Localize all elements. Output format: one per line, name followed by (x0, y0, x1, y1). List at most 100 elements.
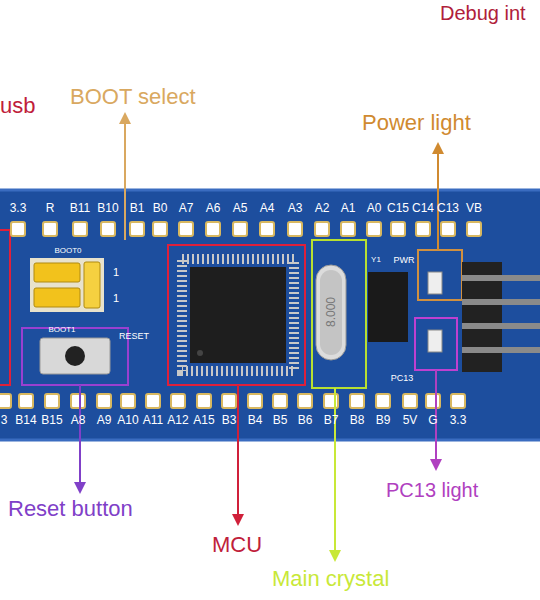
pin-name: B0 (153, 202, 168, 214)
crystal-highlight (312, 240, 366, 388)
pin-name: C15 (387, 202, 409, 214)
callout-label: BOOT select (70, 86, 196, 108)
silkscreen-label: PWR (394, 256, 415, 265)
silkscreen-label: 1 (113, 267, 119, 278)
pin-hole (288, 222, 302, 236)
pin-hole (153, 222, 167, 236)
crystal-top (320, 270, 342, 355)
pin-hole (0, 394, 11, 408)
silkscreen-label: PC13 (391, 374, 414, 383)
jumper-base (30, 258, 104, 312)
pin-hole (206, 222, 220, 236)
pin-name: A3 (288, 202, 303, 214)
arrow-head (432, 142, 444, 154)
pin-name: A6 (206, 202, 221, 214)
pin-name: B7 (324, 414, 339, 426)
pin-hole (350, 394, 364, 408)
mcu-highlight (168, 245, 305, 385)
pin1-dot (197, 350, 203, 356)
pin-hole (101, 222, 115, 236)
pin-hole (315, 222, 329, 236)
header-pin (462, 299, 540, 305)
arrow-head (74, 482, 86, 494)
pin-name: A9 (97, 414, 112, 426)
pin-name: 5V (403, 414, 418, 426)
leader-line (437, 148, 439, 250)
pin-hole (130, 222, 144, 236)
pin-hole (376, 394, 390, 408)
callout-label: Reset button (8, 498, 133, 520)
pin-name: B9 (376, 414, 391, 426)
pin-name: R (46, 202, 55, 214)
pin-name: A0 (367, 202, 382, 214)
usb-highlight (0, 230, 10, 385)
pin-name: B15 (41, 414, 62, 426)
pin-name: A2 (315, 202, 330, 214)
pc13-led (428, 330, 442, 352)
pin-hole (426, 394, 440, 408)
reset-knob (65, 346, 85, 366)
arrow-head (232, 514, 244, 526)
pin-name: A10 (117, 414, 138, 426)
silkscreen-label: BOOT0 (54, 247, 81, 255)
pin-hole (298, 394, 312, 408)
pin-name: B1 (130, 202, 145, 214)
pin-name: A4 (260, 202, 275, 214)
pc13-highlight (415, 318, 457, 370)
callout-label: usb (0, 95, 35, 117)
pin-name: B8 (350, 414, 365, 426)
pin-name: VB (466, 202, 482, 214)
pin-hole (260, 222, 274, 236)
pin-hole (467, 222, 481, 236)
arrow-head (329, 550, 341, 562)
pin-hole (121, 394, 135, 408)
pin-hole (367, 222, 381, 236)
pin-name: B10 (97, 202, 118, 214)
pin-hole (11, 222, 25, 236)
pin-name: A15 (193, 414, 214, 426)
pin-hole (43, 222, 57, 236)
callout-label: Main crystal (272, 568, 389, 590)
jumper-cap (34, 288, 80, 307)
callout-label: MCU (212, 534, 262, 556)
regulator (368, 272, 408, 342)
pin-name: C13 (437, 202, 459, 214)
chip-pins (182, 259, 294, 371)
pin-hole (171, 394, 185, 408)
reset-highlight (22, 328, 128, 385)
pin-holes (0, 222, 481, 408)
header-pin (462, 347, 540, 353)
jumper-cap (34, 263, 80, 282)
pin-name: B6 (298, 414, 313, 426)
jumper-cap (84, 262, 100, 308)
crystal-can (316, 265, 346, 360)
pin-hole (341, 222, 355, 236)
pin-hole (97, 394, 111, 408)
pin-name: 3.3 (450, 414, 467, 426)
crystal-marking: 8.000 (325, 297, 337, 327)
pin-hole (403, 394, 417, 408)
header-pin (462, 323, 540, 329)
silkscreen-label: RESET (119, 332, 149, 341)
silkscreen-label: Y1 (371, 256, 381, 264)
pin-hole (71, 394, 85, 408)
pin-name: A5 (233, 202, 248, 214)
pin-name: A7 (179, 202, 194, 214)
silkscreen-label: BOOT1 (48, 326, 75, 334)
pin-hole (441, 222, 455, 236)
pin-name: C14 (412, 202, 434, 214)
pin-name: A1 (341, 202, 356, 214)
pin-hole (451, 394, 465, 408)
leader-line (237, 385, 239, 520)
pin-hole (197, 394, 211, 408)
pin-name: B5 (273, 414, 288, 426)
callout-label: Debug int (440, 3, 526, 23)
reset-switch (40, 338, 110, 374)
pin-name: G (428, 414, 437, 426)
pin-hole (179, 222, 193, 236)
pin-hole (222, 394, 236, 408)
callout-label: Power light (362, 112, 471, 134)
header-pins (462, 278, 540, 350)
pin-hole (45, 394, 59, 408)
